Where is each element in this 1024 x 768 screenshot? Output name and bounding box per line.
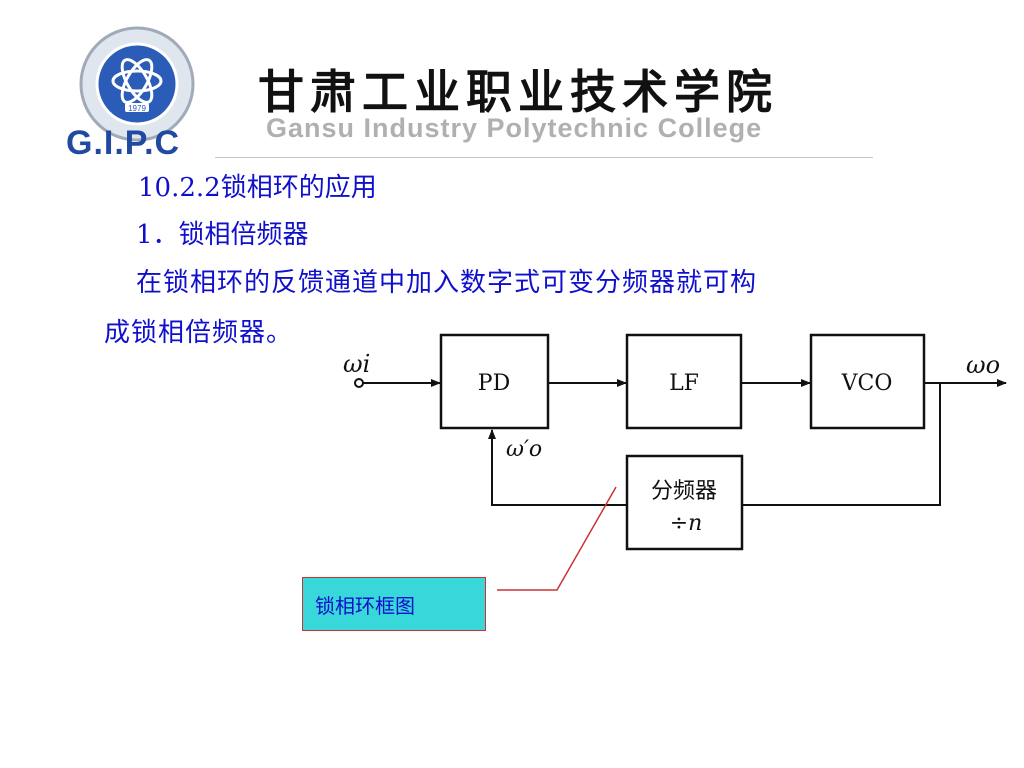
- section-title: 10.2.2锁相环的应用: [138, 173, 377, 203]
- pd-block-label: PD: [478, 371, 510, 396]
- feedback-signal-label: ω′o: [506, 437, 542, 462]
- college-abbreviation: G.I.P.C: [66, 124, 181, 162]
- college-name-english: Gansu Industry Polytechnic College: [266, 113, 763, 143]
- header-divider: [215, 157, 873, 158]
- body-text-line-1: 在锁相环的反馈通道中加入数字式可变分频器就可构: [136, 268, 758, 298]
- divider-block-label: 分频器: [651, 479, 717, 504]
- emblem-year: 1979: [128, 104, 146, 113]
- diagram-callout: 锁相环框图: [302, 577, 486, 631]
- vco-block: [809, 333, 926, 430]
- body-text-line-2: 成锁相倍频器。: [104, 318, 294, 348]
- divider-block: [625, 454, 744, 551]
- lf-block: [625, 333, 743, 430]
- subsection-title: 1．锁相倍频器: [136, 220, 309, 250]
- college-emblem: 1979: [78, 25, 196, 143]
- callout-label: 锁相环框图: [315, 594, 415, 618]
- input-signal-label: ωi: [343, 350, 370, 378]
- pd-block: [439, 333, 550, 430]
- output-signal-label: ωo: [966, 351, 1000, 379]
- callout-leader-line: [497, 486, 617, 591]
- vco-block-label: VCO: [841, 371, 893, 396]
- feedback-path-to-divider: [742, 383, 941, 506]
- input-terminal: [354, 378, 364, 388]
- college-name-chinese: 甘肃工业职业技术学院: [258, 65, 778, 119]
- divider-ratio-label: ÷n: [670, 511, 703, 536]
- feedback-path-to-pd: [488, 429, 627, 506]
- lf-block-label: LF: [669, 371, 699, 396]
